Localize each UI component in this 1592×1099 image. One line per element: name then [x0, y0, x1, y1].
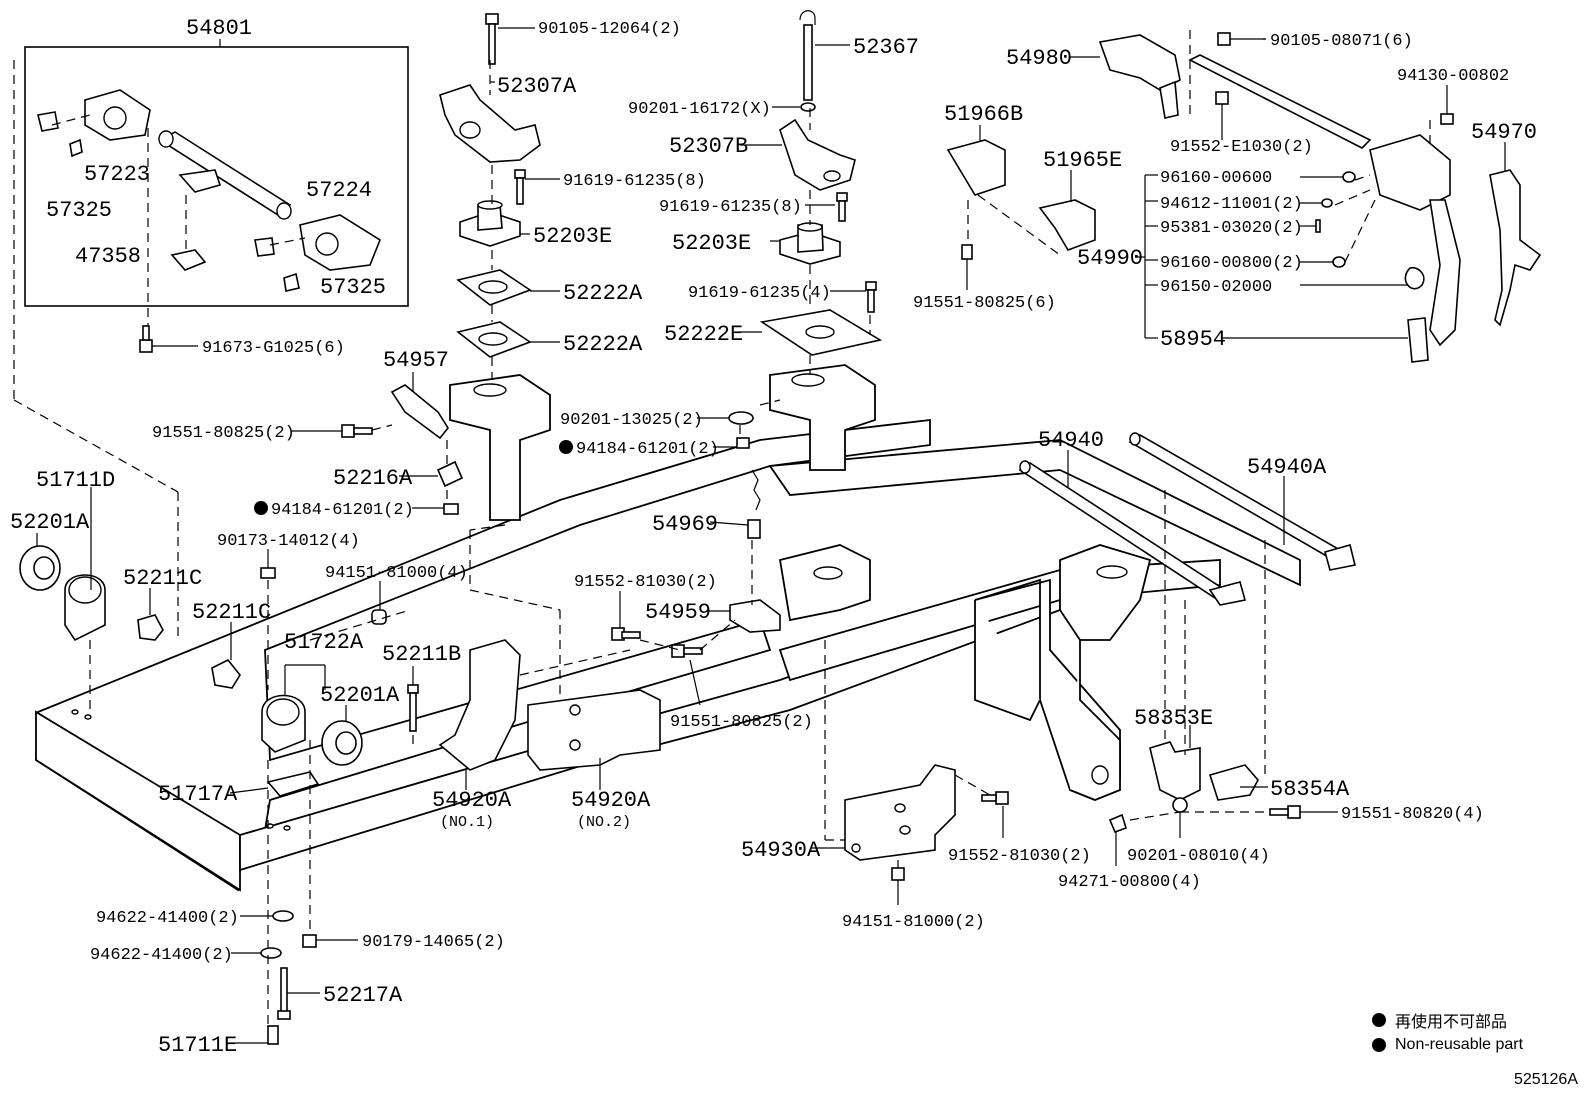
label-54970: 54970 [1471, 120, 1537, 145]
label-54969: 54969 [652, 512, 718, 537]
bush-parts-left [13, 60, 419, 1045]
label-51717A: 51717A [158, 782, 238, 807]
label-94151-81000: 94151-81000(4) [325, 564, 468, 583]
label-96160-00600: 96160-00600 [1160, 169, 1272, 188]
label-94151-81000: 94151-81000(2) [842, 913, 985, 932]
label-58954: 58954 [1160, 327, 1226, 352]
label-52201A: 52201A [320, 683, 400, 708]
label-94271-00800: 94271-00800(4) [1058, 873, 1201, 892]
label-90173-14012: 90173-14012(4) [217, 532, 360, 551]
label-54801: 54801 [186, 16, 252, 41]
diagram-id: 525126A [1513, 1071, 1578, 1088]
legend-row-en: Non-reusable part [1372, 1032, 1523, 1057]
label-57223: 57223 [84, 162, 150, 187]
label-52203E: 52203E [533, 224, 612, 249]
label-52211C: 52211C [123, 566, 202, 591]
label-94184-61201: 94184-61201(2) [271, 501, 414, 520]
label-91673-g1025: 91673-G1025(6) [202, 339, 345, 358]
label-51711E: 51711E [158, 1033, 237, 1058]
label-54930A: 54930A [741, 838, 821, 863]
label-90201-08010: 90201-08010(4) [1127, 847, 1270, 866]
label-52222E: 52222E [664, 322, 743, 347]
legend-bullet-icon [1372, 1037, 1386, 1052]
bracket-parts-top-right [946, 30, 1542, 363]
label-57325: 57325 [46, 198, 112, 223]
label-51722A: 51722A [284, 630, 364, 655]
label-52222A: 52222A [563, 332, 643, 357]
label-54990: 54990 [1077, 246, 1143, 271]
guide-lines [309, 399, 781, 700]
label-54940A: 54940A [1247, 455, 1327, 480]
label-90105-08071: 90105-08071(6) [1270, 32, 1413, 51]
label-52217A: 52217A [323, 983, 403, 1008]
legend-text-jp: 再使用不可部品 [1395, 1013, 1508, 1031]
label-54920A-no1-note: (NO.1) [440, 814, 494, 831]
label-54957: 54957 [383, 348, 449, 373]
label-51711D: 51711D [36, 468, 115, 493]
label-54980: 54980 [1006, 46, 1072, 71]
label-90201-13025: 90201-13025(2) [560, 411, 703, 430]
label-90179-14065: 90179-14065(2) [362, 933, 505, 952]
label-52211C: 52211C [192, 600, 271, 625]
label-54940: 54940 [1038, 428, 1104, 453]
label-51965E: 51965E [1043, 148, 1122, 173]
label-57325: 57325 [320, 275, 386, 300]
label-52211B: 52211B [382, 642, 461, 667]
label-91619-61235: 91619-61235(8) [563, 172, 706, 191]
legend-text-en: Non-reusable part [1395, 1035, 1524, 1053]
bracket-parts-middle [341, 384, 781, 771]
legend: 再使用不可部品 Non-reusable part [1372, 1007, 1523, 1057]
label-54920A-no1: 54920A [432, 788, 512, 813]
label-51966B: 51966B [944, 102, 1023, 127]
assembly-box-54801 [24, 39, 409, 340]
label-47358: 47358 [75, 244, 141, 269]
label-54959: 54959 [645, 600, 711, 625]
label-91552-e1030: 91552-E1030(2) [1170, 138, 1313, 157]
label-91551-80820: 91551-80820(4) [1341, 805, 1484, 824]
label-52201A: 52201A [10, 510, 90, 535]
label-52307A: 52307A [497, 74, 577, 99]
label-96160-00800: 96160-00800(2) [1160, 254, 1303, 273]
label-91551-80825: 91551-80825(2) [152, 424, 295, 443]
label-57224: 57224 [306, 178, 372, 203]
mount-parts-center [439, 13, 541, 380]
label-95381-03020: 95381-03020(2) [1160, 219, 1303, 238]
label-54920A-no2: 54920A [571, 788, 651, 813]
label-91552-81030: 91552-81030(2) [948, 847, 1091, 866]
label-90105-12064: 90105-12064(2) [538, 20, 681, 39]
label-94184-61201: 94184-61201(2) [576, 440, 719, 459]
label-94130-00802: 94130-00802 [1397, 67, 1509, 86]
part-labels: 54801 57223 57325 57224 47358 57325 9167… [10, 16, 1537, 1058]
legend-row-jp: 再使用不可部品 [1372, 1007, 1523, 1032]
legend-bullet-icon [1372, 1012, 1386, 1027]
label-91551-80825: 91551-80825(2) [670, 713, 813, 732]
label-52216A: 52216A [333, 466, 413, 491]
label-91619-61235: 91619-61235(8) [659, 198, 802, 217]
label-91552-81030: 91552-81030(2) [574, 573, 717, 592]
label-94622-41400: 94622-41400(2) [96, 909, 239, 928]
leader-lines [36, 27, 1506, 1044]
label-54920A-no2-note: (NO.2) [577, 814, 631, 831]
label-91619-61235: 91619-61235(4) [688, 284, 831, 303]
label-90201-16172: 90201-16172(X) [628, 100, 771, 119]
label-52203E: 52203E [672, 231, 751, 256]
bracket-54930A [824, 640, 1009, 881]
label-52307B: 52307B [669, 134, 748, 159]
mount-parts-right [759, 10, 883, 375]
label-94612-11001: 94612-11001(2) [1160, 195, 1303, 214]
label-58354A: 58354A [1270, 777, 1350, 802]
rear-bar-parts [1018, 432, 1356, 834]
label-52367: 52367 [853, 35, 919, 60]
label-91551-80825: 91551-80825(6) [913, 294, 1056, 313]
label-52222A: 52222A [563, 281, 643, 306]
label-58353E: 58353E [1134, 706, 1213, 731]
label-94622-41400: 94622-41400(2) [90, 946, 233, 965]
label-96150-02000: 96150-02000 [1160, 278, 1272, 297]
